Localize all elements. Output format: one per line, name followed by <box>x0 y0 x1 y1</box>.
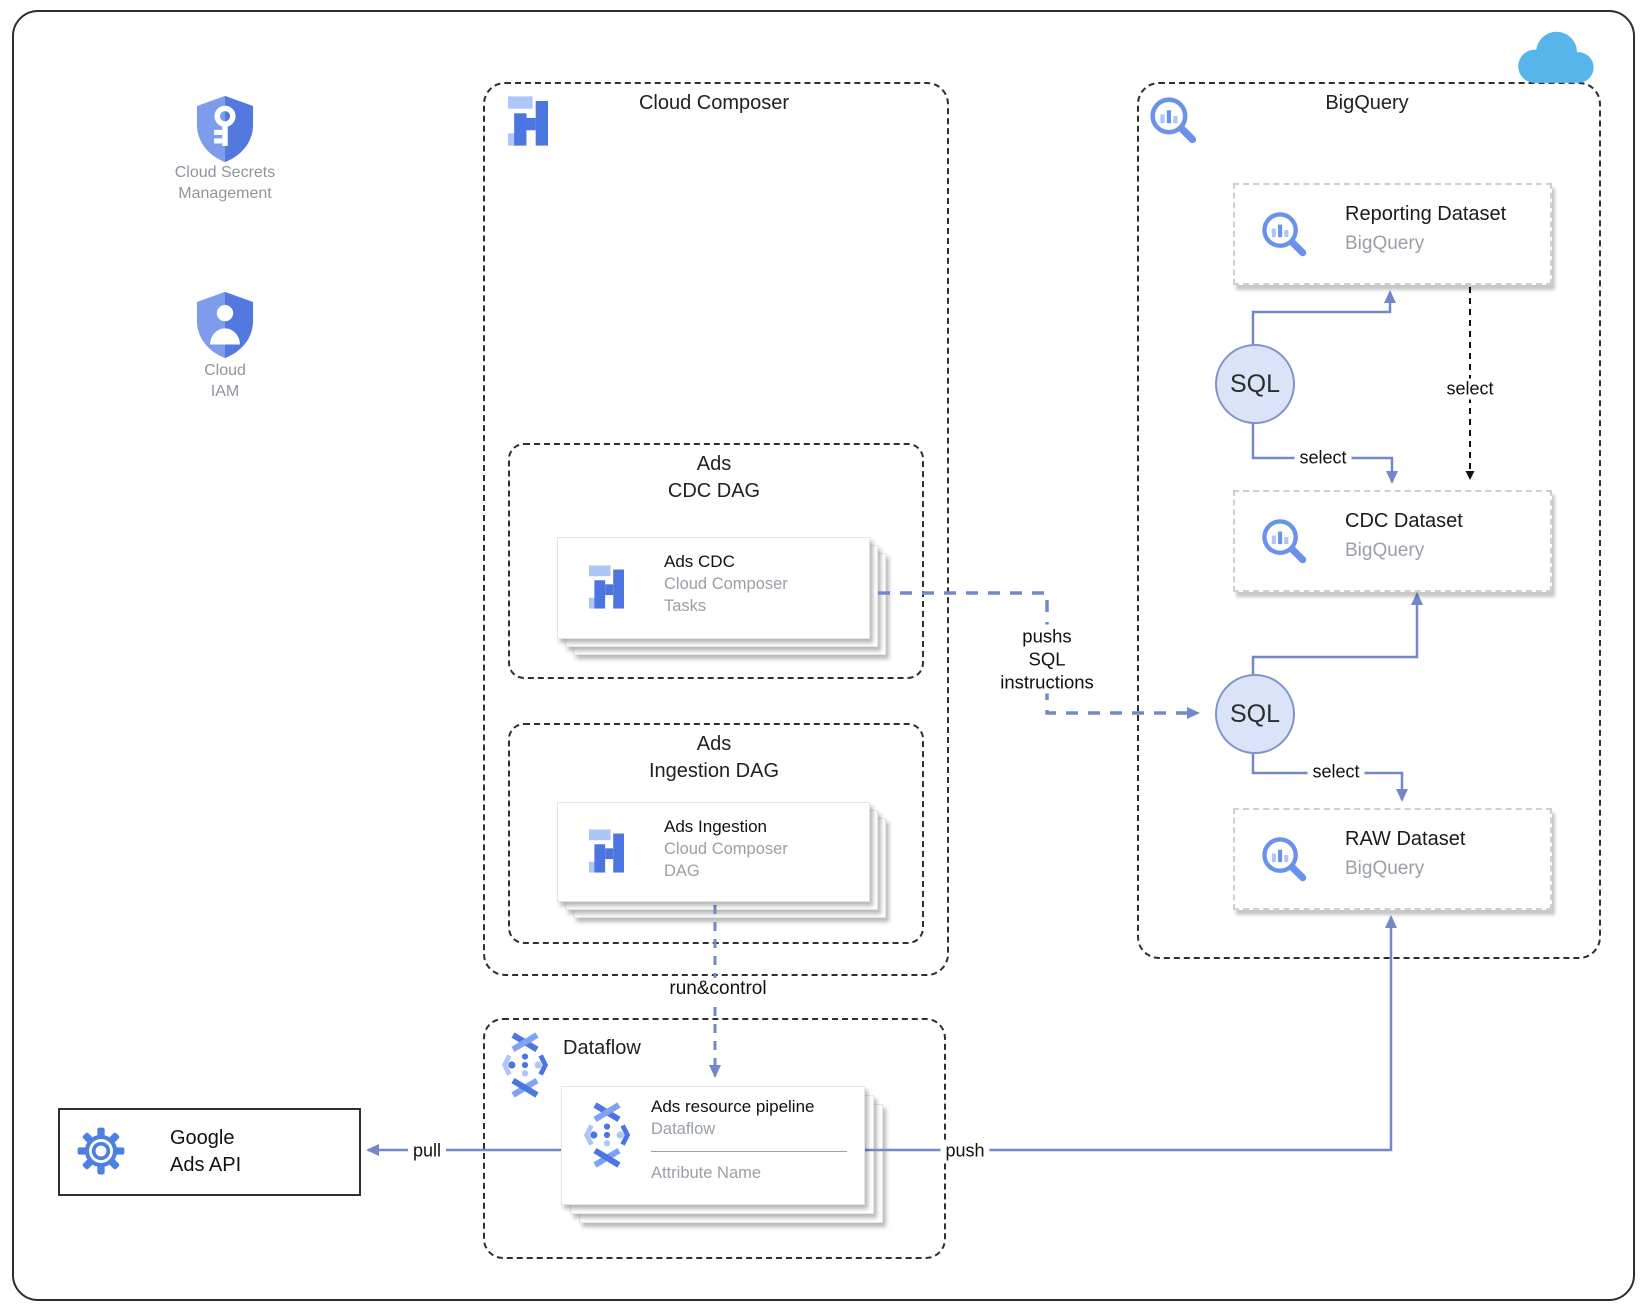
cloud-composer-title: Cloud Composer <box>638 92 790 114</box>
cdc-dataset-box: CDC Dataset BigQuery <box>1233 490 1552 592</box>
ads-ingestion-card-sub1: Cloud Composer <box>664 840 788 858</box>
google-ads-api-label: Google Ads API <box>170 1127 242 1176</box>
cloud-secrets-management-label: Cloud Secrets Management <box>174 164 276 202</box>
bigquery-icon <box>1262 837 1307 882</box>
edge-label-select: select <box>1307 761 1365 783</box>
dataflow-icon <box>501 1032 549 1098</box>
raw-dataset-box: RAW Dataset BigQuery <box>1233 808 1552 910</box>
ads-ingestion-card-sub2: DAG <box>664 862 700 880</box>
edge-label-pushs-sql-instructions: pushs SQL instructions <box>995 624 1099 694</box>
bigquery-icon <box>1150 97 1197 144</box>
cloud-icon <box>1518 31 1594 83</box>
ads-cdc-card-title: Ads CDC <box>664 552 735 571</box>
ads-cdc-card: Ads CDC Cloud Composer Tasks <box>557 537 870 639</box>
raw-dataset-title: RAW Dataset <box>1345 828 1466 850</box>
ads-cdc-dag-title: Ads CDC DAG <box>667 453 761 502</box>
outer-frame <box>12 10 1635 1301</box>
dataflow-title: Dataflow <box>563 1037 641 1059</box>
raw-dataset-subtitle: BigQuery <box>1345 858 1425 879</box>
bigquery-icon <box>1262 519 1307 564</box>
cdc-dataset-subtitle: BigQuery <box>1345 540 1425 561</box>
ads-ingestion-card: Ads Ingestion Cloud Composer DAG <box>557 802 870 902</box>
dataflow-icon <box>583 1102 631 1168</box>
edge-label-push: push <box>940 1140 990 1162</box>
ads-cdc-dag-container <box>508 443 924 679</box>
ads-ingestion-dag-title: Ads Ingestion DAG <box>648 733 780 782</box>
cloud-composer-icon <box>508 96 548 146</box>
dataflow-card-title: Ads resource pipeline <box>651 1097 815 1116</box>
ads-cdc-card-sub2: Tasks <box>664 597 707 615</box>
dataflow-card-attribute: Attribute Name <box>651 1164 762 1182</box>
card-divider <box>651 1151 847 1152</box>
ads-cdc-card-sub1: Cloud Composer <box>664 575 788 593</box>
edge-label-pull: pull <box>407 1140 447 1162</box>
sql-node-bottom: SQL <box>1215 674 1295 754</box>
bigquery-icon <box>1262 212 1307 257</box>
google-ads-api-box: Google Ads API <box>58 1108 361 1196</box>
reporting-dataset-box: Reporting Dataset BigQuery <box>1233 183 1552 285</box>
edge-label-run-control: run&control <box>664 978 772 1000</box>
cloud-composer-icon <box>589 829 624 873</box>
cloud-secrets-management-icon <box>196 95 254 163</box>
dataflow-card-subtitle: Dataflow <box>651 1120 716 1138</box>
bigquery-title: BigQuery <box>1325 92 1409 114</box>
gear-icon <box>77 1127 125 1175</box>
reporting-dataset-title: Reporting Dataset <box>1345 203 1507 225</box>
cloud-iam-icon <box>196 291 254 359</box>
reporting-dataset-subtitle: BigQuery <box>1345 233 1425 254</box>
edge-label-select: select <box>1294 447 1352 469</box>
cloud-composer-icon <box>589 565 624 609</box>
sql-node-top: SQL <box>1215 344 1295 424</box>
dataflow-card: Ads resource pipeline Dataflow Attribute… <box>561 1086 865 1205</box>
edge-label-select: select <box>1441 378 1499 400</box>
cloud-iam-label: Cloud IAM <box>204 362 246 400</box>
ads-ingestion-card-title: Ads Ingestion <box>664 817 768 836</box>
cdc-dataset-title: CDC Dataset <box>1345 510 1463 532</box>
